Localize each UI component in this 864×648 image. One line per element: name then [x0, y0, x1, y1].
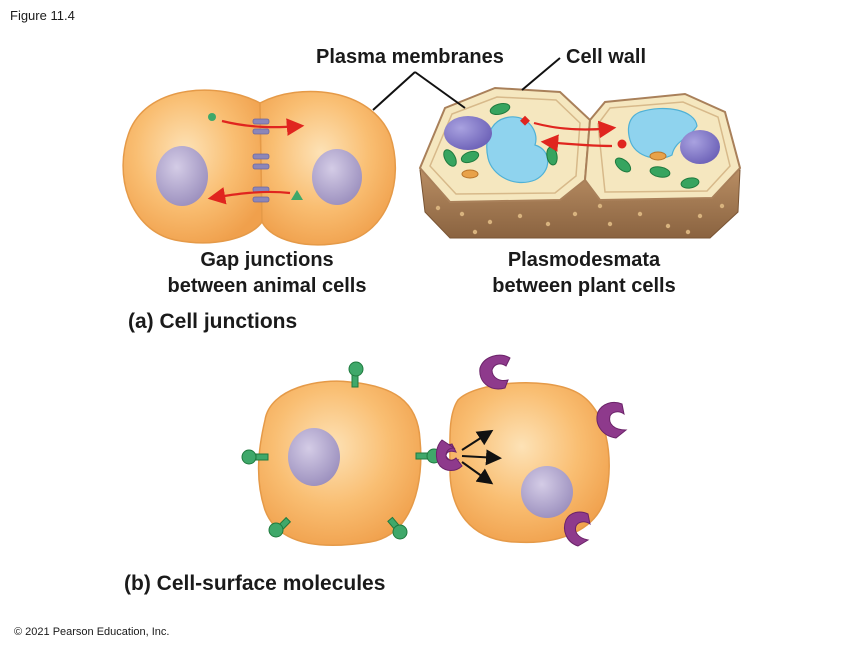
caption-plasmodesmata: Plasmodesmata between plant cells [474, 247, 694, 299]
caption-gap-junctions-line2: between animal cells [167, 275, 367, 297]
red-arrow-right [221, 118, 305, 136]
signal-arrows [461, 429, 502, 485]
ligand-molecules [241, 361, 442, 540]
panel-a-title: (a) Cell junctions [128, 310, 298, 333]
label-cell-wall: Cell wall [566, 46, 647, 68]
red-arrow-plant-right [533, 120, 617, 139]
plant-cells-plasmodesmata [418, 86, 742, 239]
caption-gap-junctions: Gap junctions between animal cells [150, 247, 384, 299]
label-leader-lines [372, 57, 561, 111]
nucleus-target-cell [521, 466, 573, 518]
caption-gap-junctions-line1: Gap junctions [200, 249, 334, 271]
nucleus-plant-right [680, 130, 720, 164]
small-molecule-dot [208, 113, 216, 121]
caption-plasmodesmata-line2: between plant cells [492, 275, 676, 297]
nucleus-left [156, 146, 208, 206]
nucleus-right [312, 149, 362, 205]
figure-label: Figure 11.4 [10, 8, 75, 23]
central-vacuole-right [627, 107, 698, 159]
receptor-proteins [435, 354, 628, 547]
copyright-notice: © 2021 Pearson Education, Inc. [14, 626, 170, 638]
caption-plasmodesmata-line1: Plasmodesmata [507, 249, 661, 271]
gap-junction-channels [252, 118, 270, 203]
cell-surface-cells [241, 354, 628, 547]
animal-cells-gap-junction [122, 89, 397, 246]
red-hexagon-molecule [617, 139, 627, 149]
signaling-cell [257, 380, 422, 547]
wall-pits [435, 203, 725, 235]
red-arrow-plant-left [540, 134, 613, 152]
nucleus-plant-left [444, 116, 492, 150]
nucleus-signaling-cell [288, 428, 340, 486]
label-plasma-membranes: Plasma membranes [316, 46, 504, 68]
red-arrow-left [207, 187, 291, 205]
central-vacuole-left [486, 116, 549, 184]
green-triangle-molecule [291, 190, 303, 200]
red-diamond-molecule [520, 115, 530, 126]
panel-b-title: (b) Cell-surface molecules [124, 572, 386, 595]
